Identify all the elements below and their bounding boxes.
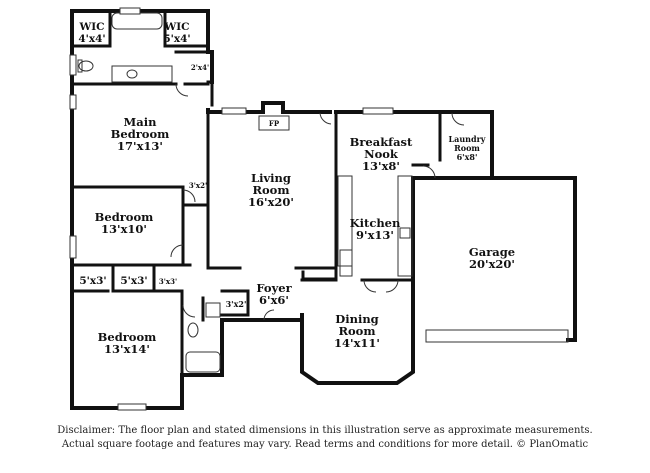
living-room-name-line1: Living <box>251 171 291 185</box>
window-icon <box>362 107 394 115</box>
fireplace-label: FP <box>269 119 280 128</box>
door-swing-icon <box>363 279 377 293</box>
window-icon <box>117 403 147 411</box>
hall-3x2-dims: 3'x2' <box>189 181 207 190</box>
garage-door-icon <box>425 329 569 343</box>
dining-room-name-line2: Room <box>338 324 375 338</box>
bathtub-icon <box>111 12 163 30</box>
toilet-icon <box>78 60 94 72</box>
laundry-room-dims: 6'x8' <box>457 152 478 162</box>
closet-5x3-b-dims: 5'x3' <box>120 275 147 287</box>
breakfast-nook-name-line1: Breakfast <box>350 135 413 149</box>
room-labels: WIC 4'x4' WIC 5'x4' 2'x4' Main Bedroom 1… <box>78 21 515 356</box>
laundry-room-name-line2: Room <box>454 143 480 153</box>
toilet-tank-icon <box>77 59 83 73</box>
closet-2x4-dims: 2'x4' <box>191 63 209 72</box>
window-icon <box>119 7 141 15</box>
kitchen-name: Kitchen <box>350 216 401 230</box>
toilet-icon <box>187 322 199 338</box>
closet-5x3-a-dims: 5'x3' <box>79 275 106 287</box>
breakfast-nook-name-line2: Nook <box>364 147 399 161</box>
kitchen-dims: 9'x13' <box>356 228 394 242</box>
wic1-dims: 4'x4' <box>78 33 105 45</box>
garage-name: Garage <box>469 245 515 259</box>
laundry-room-name-line1: Laundry <box>449 134 486 144</box>
disclaimer-line2: Actual square footage and features may v… <box>61 439 589 450</box>
closet-3x3-dims: 3'x3' <box>159 277 177 286</box>
bedroom2-dims: 13'x10' <box>101 222 147 236</box>
wic2-name: WIC <box>163 21 189 33</box>
garage-dims: 20'x20' <box>469 257 515 271</box>
disclaimer-line1: Disclaimer: The floor plan and stated di… <box>57 425 593 436</box>
walls <box>70 9 577 410</box>
door-swing-icon <box>182 304 196 318</box>
dining-room-dims: 14'x11' <box>334 336 380 350</box>
door-swing-icon <box>422 165 436 179</box>
window-icon <box>69 235 77 259</box>
main-bedroom-name-line2: Bedroom <box>111 127 170 141</box>
vanity-icon <box>205 302 221 318</box>
door-swing-icon <box>451 112 465 126</box>
door-swing-icon <box>182 189 196 203</box>
door-swing-icon <box>319 112 332 125</box>
door-swing-icon <box>175 83 189 97</box>
door-swing-icon <box>170 244 184 258</box>
foyer-name: Foyer <box>256 281 292 295</box>
living-room-name-line2: Room <box>252 183 289 197</box>
wic2-dims: 5'x4' <box>163 33 190 45</box>
main-bedroom-name-line1: Main <box>124 115 158 129</box>
bedroom2-name: Bedroom <box>95 210 154 224</box>
range-icon <box>339 249 353 277</box>
closet-3x2b-dims: 3'x2' <box>226 299 247 309</box>
disclaimer: Disclaimer: The floor plan and stated di… <box>0 424 650 452</box>
door-swing-icon <box>263 309 275 321</box>
vanity-icon <box>111 65 173 83</box>
fixtures <box>69 7 569 411</box>
counter-icon <box>397 175 413 277</box>
wic1-name: WIC <box>78 21 104 33</box>
door-swing-icon <box>385 279 399 293</box>
window-icon <box>221 107 247 115</box>
bedroom3-dims: 13'x14' <box>104 342 150 356</box>
window-icon <box>69 94 77 110</box>
bedroom3-name: Bedroom <box>98 330 157 344</box>
dining-room-name-line1: Dining <box>335 312 378 326</box>
bathtub-icon <box>185 351 221 373</box>
foyer-dims: 6'x6' <box>259 293 289 307</box>
living-room-dims: 16'x20' <box>248 195 294 209</box>
main-bedroom-dims: 17'x13' <box>117 139 163 153</box>
window-icon <box>69 54 77 76</box>
sink-icon <box>399 227 411 239</box>
breakfast-nook-dims: 13'x8' <box>362 159 400 173</box>
counter-icon <box>337 175 353 267</box>
sink-icon <box>126 69 138 79</box>
fireplace-icon <box>258 115 290 131</box>
